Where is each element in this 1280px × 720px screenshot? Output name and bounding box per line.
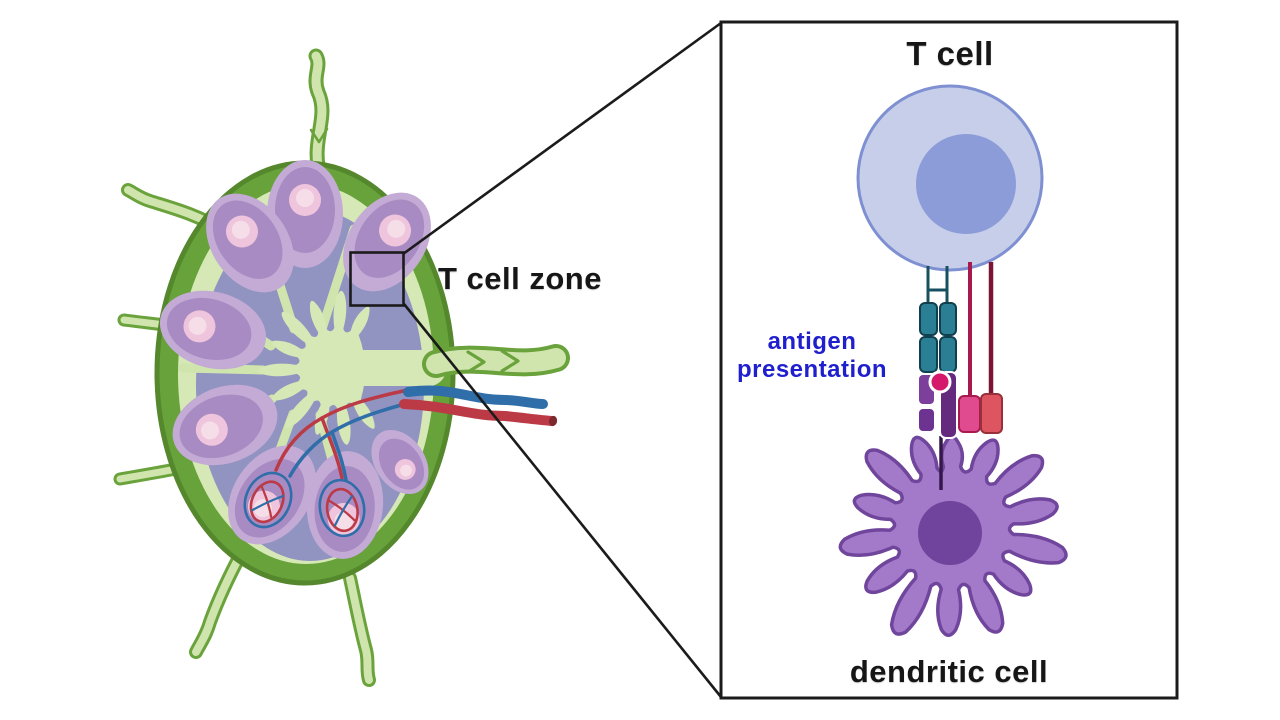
- artery-opening: [548, 415, 558, 427]
- efferent-lymphatic-vessel: [422, 344, 570, 378]
- afferent-vessel-top: [308, 48, 330, 183]
- follicles: [159, 160, 431, 559]
- afferent-vessel-bottom: [343, 571, 376, 687]
- t-cell-label: T cell: [906, 35, 994, 72]
- antigen-presentation-scene: [838, 84, 1068, 638]
- follicle: [159, 290, 267, 370]
- antigen-presentation-label: antigen presentation: [726, 328, 898, 384]
- t-cell-body: [856, 84, 1044, 272]
- afferent-vessel-upper-left: [121, 183, 229, 237]
- lymph-node: [113, 48, 570, 687]
- hilum-blood-vessels: [399, 385, 558, 427]
- follicle: [371, 429, 429, 495]
- callout-line-upper: [402, 21, 722, 256]
- t-cell-nucleus: [916, 134, 1016, 234]
- follicle: [172, 384, 278, 466]
- vein-branch: [330, 430, 348, 482]
- artery: [399, 399, 557, 426]
- tcellzone-highlight-square: [349, 251, 405, 307]
- dendritic-cell-label: dendritic cell: [849, 654, 1049, 689]
- follicle: [343, 192, 431, 292]
- capillary-loop: [243, 471, 293, 529]
- vein: [403, 385, 548, 409]
- dendritic-cell-nucleus: [918, 501, 982, 565]
- antigen-presentation-line1: antigen: [767, 328, 857, 355]
- artery-branch: [320, 416, 344, 480]
- t-cell-zone-label: T cell zone: [438, 261, 602, 296]
- t-cell-receptor: [919, 302, 957, 373]
- costim-receptor-pink: [958, 395, 981, 433]
- afferent-vessel-bottom-left: [189, 545, 249, 659]
- antigen-peptide: [928, 370, 952, 394]
- dendritic-cell-body: [838, 434, 1068, 638]
- tcr-stalks: [926, 266, 949, 304]
- internal-blood-vessels: [243, 388, 414, 538]
- antigen-presentation-line2: presentation: [736, 356, 888, 383]
- follicle: [206, 193, 294, 293]
- callout-line-lower: [402, 303, 723, 698]
- mhc-molecule: [917, 371, 958, 439]
- capillary-loop: [318, 478, 366, 538]
- costim-receptor-red: [980, 393, 1003, 434]
